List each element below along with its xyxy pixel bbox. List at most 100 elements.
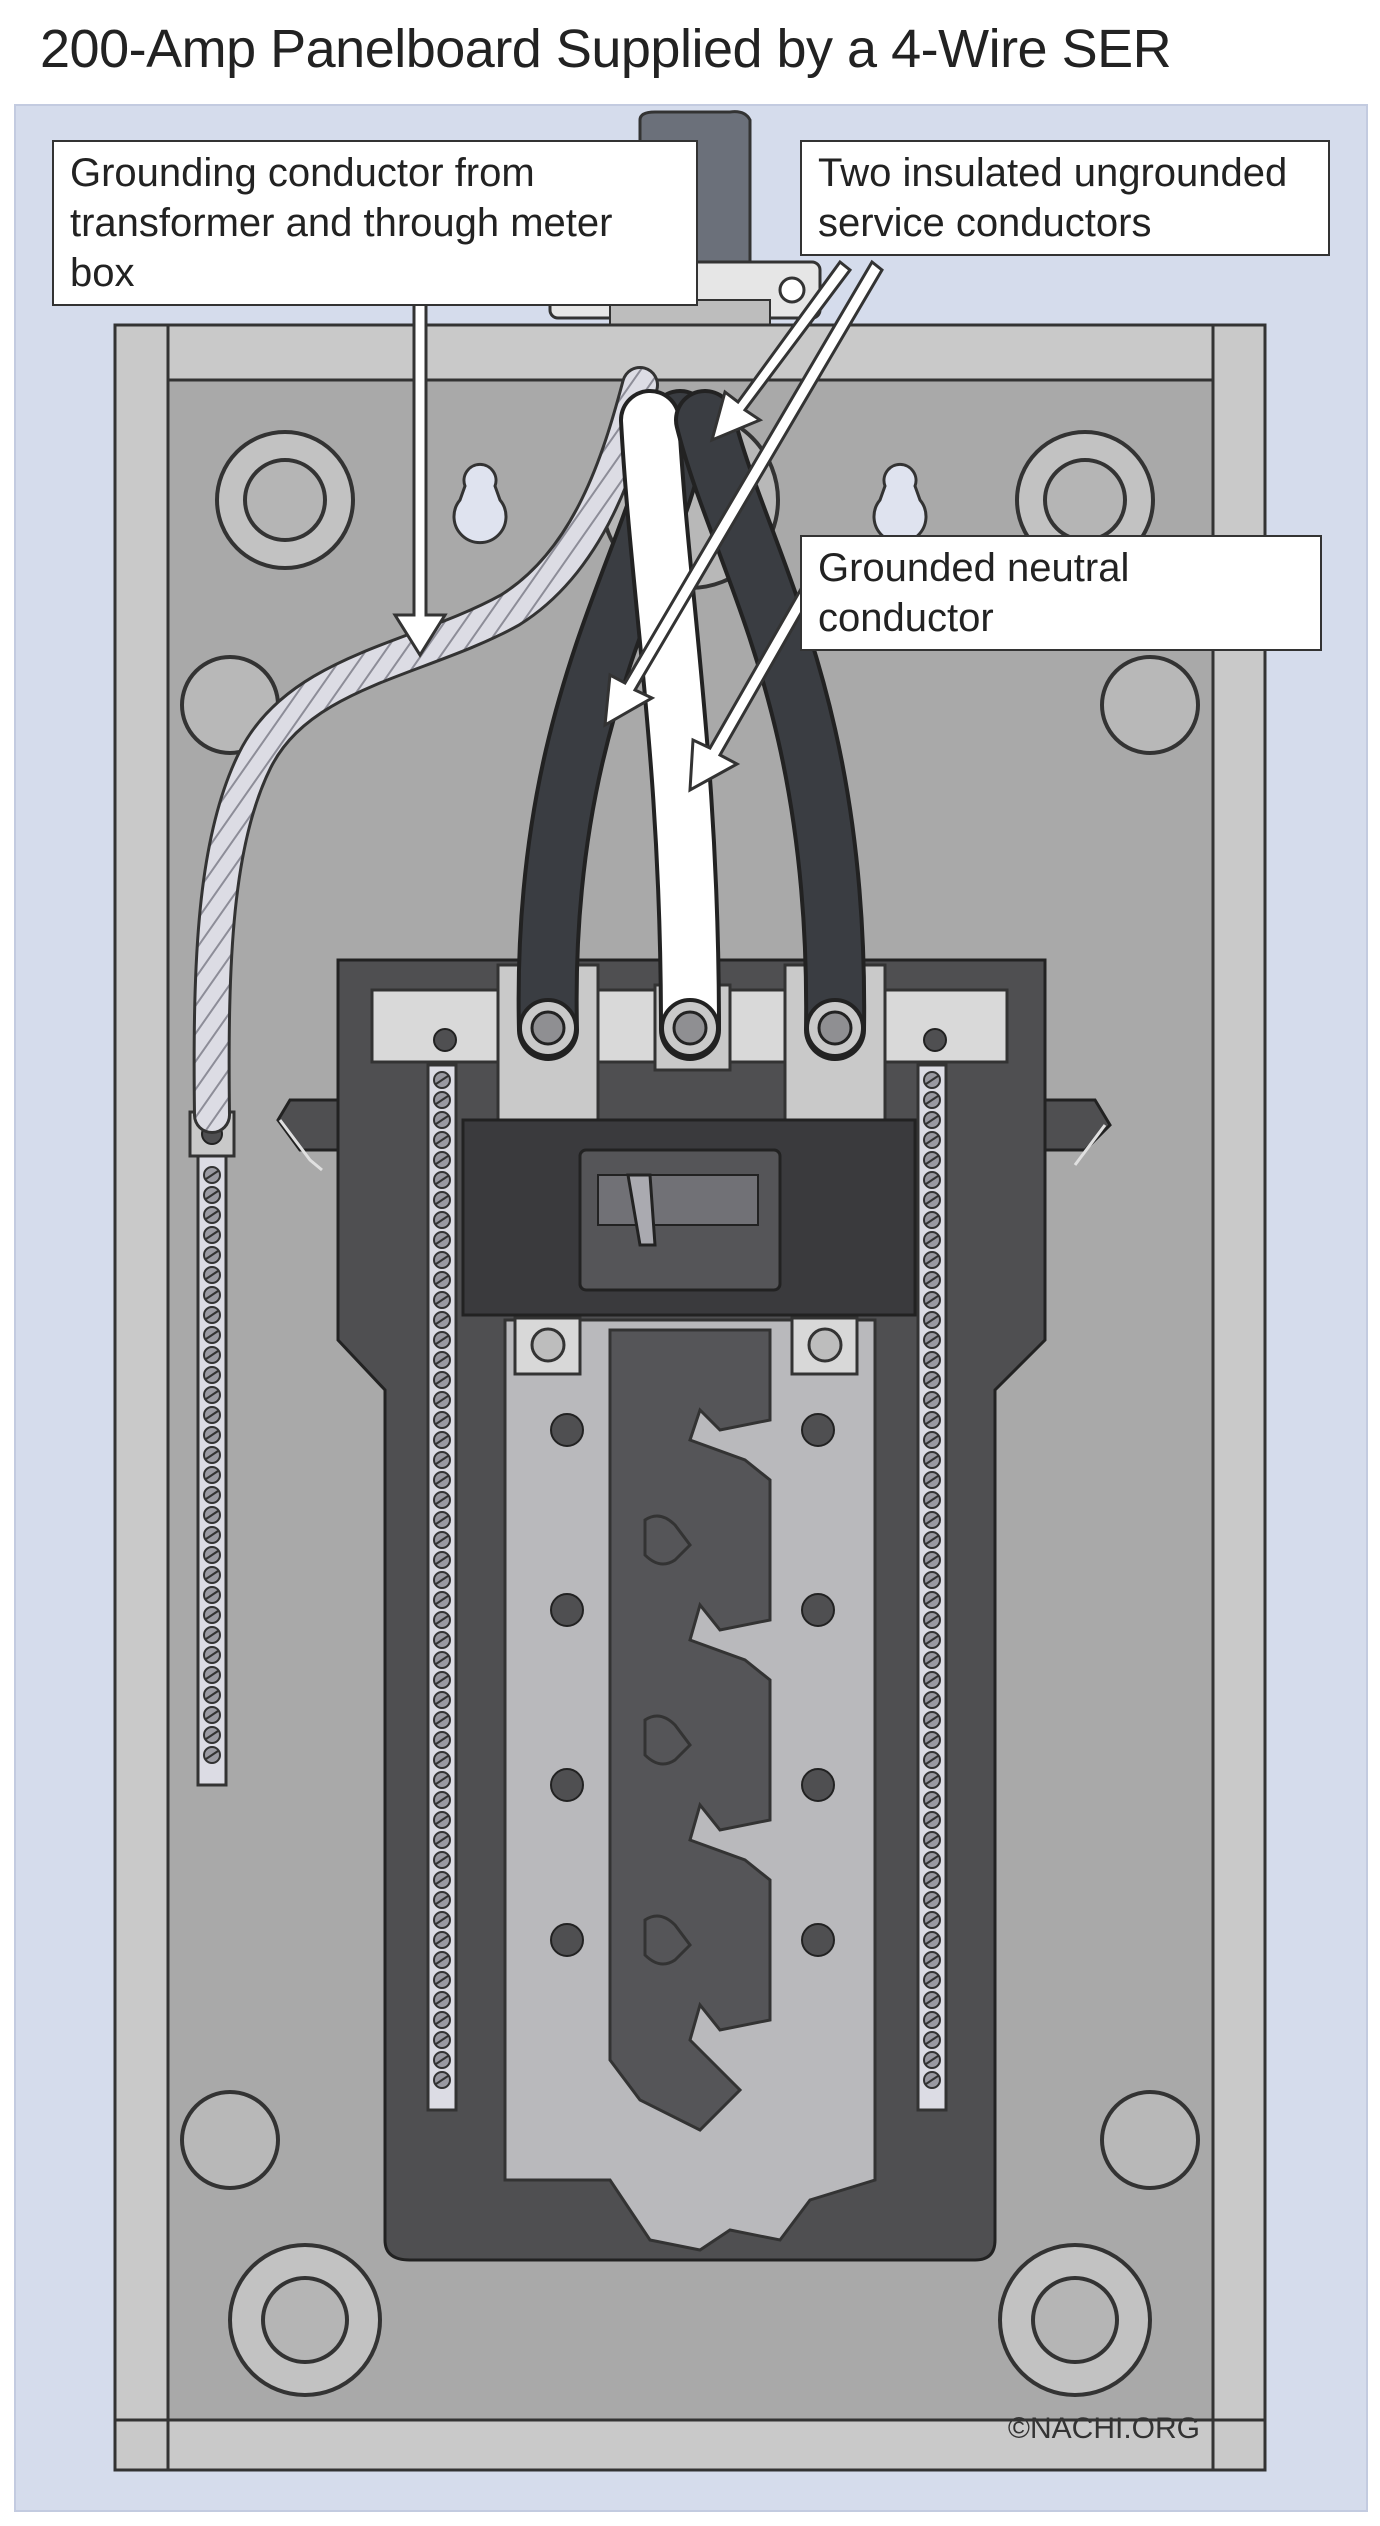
terminal-screw-slot xyxy=(925,1715,939,1725)
terminal-screw-slot xyxy=(435,1255,449,1265)
terminal-screw-slot xyxy=(925,1735,939,1745)
terminal-screw-slot xyxy=(925,1315,939,1325)
terminal-screw-slot xyxy=(205,1690,219,1700)
terminal-screw-slot xyxy=(205,1190,219,1200)
callout-ungrounded-conductors: Two insulated ungrounded service conduct… xyxy=(800,140,1330,256)
terminal-screw-slot xyxy=(435,1375,449,1385)
arrow-grounding xyxy=(392,263,448,658)
terminal-screw-slot xyxy=(435,1135,449,1145)
terminal-screw-slot xyxy=(205,1730,219,1740)
terminal-screw-slot xyxy=(435,1535,449,1545)
terminal-screw-slot xyxy=(435,2015,449,2025)
terminal-screw-slot xyxy=(925,1135,939,1145)
terminal-screw-slot xyxy=(925,1115,939,1125)
terminal-screw-slot xyxy=(925,1415,939,1425)
terminal-screw-slot xyxy=(925,1775,939,1785)
terminal-screw-slot xyxy=(205,1310,219,1320)
ground-bar-screws xyxy=(203,1166,221,1764)
terminal-screw-slot xyxy=(435,1915,449,1925)
terminal-screw-slot xyxy=(435,1935,449,1945)
terminal-screw-slot xyxy=(435,1415,449,1425)
terminal-screw-slot xyxy=(435,1975,449,1985)
terminal-screw-slot xyxy=(925,1655,939,1665)
terminal-screw-slot xyxy=(205,1370,219,1380)
arrow-ungrounded-1 xyxy=(709,259,853,443)
terminal-screw-slot xyxy=(925,1795,939,1805)
terminal-screw-slot xyxy=(205,1390,219,1400)
terminal-screw-slot xyxy=(925,1915,939,1925)
terminal-screw-slot xyxy=(435,1795,449,1805)
terminal-screw-slot xyxy=(435,1735,449,1745)
terminal-screw-slot xyxy=(435,1175,449,1185)
terminal-screw-slot xyxy=(925,1475,939,1485)
terminal-screw-slot xyxy=(435,1195,449,1205)
terminal-screw-slot xyxy=(925,2035,939,2045)
terminal-screw-slot xyxy=(205,1470,219,1480)
terminal-screw-slot xyxy=(435,1635,449,1645)
terminal-screw-slot xyxy=(435,1775,449,1785)
terminal-screw-slot xyxy=(435,1995,449,2005)
terminal-screw-slot xyxy=(925,1215,939,1225)
terminal-screw-slot xyxy=(925,1275,939,1285)
callout-ungrounded-line2: service conductors xyxy=(818,201,1152,245)
terminal-screw-slot xyxy=(435,1835,449,1845)
terminal-screw-slot xyxy=(925,1295,939,1305)
terminal-screw-slot xyxy=(925,1395,939,1405)
terminal-screw-slot xyxy=(435,1715,449,1725)
terminal-screw-slot xyxy=(925,2055,939,2065)
terminal-screw-slot xyxy=(925,1335,939,1345)
terminal-screw-slot xyxy=(205,1270,219,1280)
terminal-screw-slot xyxy=(435,1875,449,1885)
terminal-screw-slot xyxy=(925,1855,939,1865)
terminal-screw-slot xyxy=(925,1935,939,1945)
terminal-screw-slot xyxy=(925,1975,939,1985)
terminal-screw-slot xyxy=(205,1610,219,1620)
terminal-screw-slot xyxy=(925,1255,939,1265)
neutral-strip-right-screws xyxy=(923,1071,941,2089)
terminal-screw-slot xyxy=(925,1815,939,1825)
callout-arrows xyxy=(392,259,884,793)
terminal-screw-slot xyxy=(205,1250,219,1260)
terminal-screw-slot xyxy=(205,1490,219,1500)
terminal-screw-slot xyxy=(435,2075,449,2085)
terminal-screw-slot xyxy=(435,2055,449,2065)
knockout-low-right xyxy=(1100,2090,1200,2190)
terminal-screw-slot xyxy=(205,1230,219,1240)
terminal-screw-slot xyxy=(205,1350,219,1360)
terminal-screw-slot xyxy=(925,1555,939,1565)
terminal-screw-slot xyxy=(925,1435,939,1445)
callout-grounding-line2: transformer and through meter box xyxy=(70,201,613,295)
terminal-screw-slot xyxy=(435,1295,449,1305)
terminal-screw-slot xyxy=(925,1835,939,1845)
terminal-screw-slot xyxy=(205,1210,219,1220)
terminal-screw-slot xyxy=(205,1410,219,1420)
terminal-screw-slot xyxy=(925,1755,939,1765)
terminal-screw-slot xyxy=(925,1595,939,1605)
terminal-screw-slot xyxy=(435,1075,449,1085)
terminal-screw-slot xyxy=(205,1330,219,1340)
terminal-screw-slot xyxy=(205,1670,219,1680)
terminal-screw-slot xyxy=(205,1290,219,1300)
terminal-screw-slot xyxy=(925,1075,939,1085)
terminal-screw-slot xyxy=(925,1675,939,1685)
keyhole-right xyxy=(872,463,928,545)
terminal-screw-slot xyxy=(435,1515,449,1525)
terminal-screw-slot xyxy=(435,1655,449,1665)
terminal-screw-slot xyxy=(925,1875,939,1885)
terminal-screw-slot xyxy=(435,1215,449,1225)
callout-ungrounded-line1: Two insulated ungrounded xyxy=(818,151,1288,195)
neutral-strip-left-screws xyxy=(433,1071,451,2089)
terminal-screw-slot xyxy=(435,1275,449,1285)
terminal-screw-slot xyxy=(925,1195,939,1205)
terminal-screw-slot xyxy=(925,1995,939,2005)
terminal-screw-slot xyxy=(435,2035,449,2045)
terminal-screw-slot xyxy=(925,1235,939,1245)
terminal-screw-slot xyxy=(435,1595,449,1605)
terminal-screw-slot xyxy=(925,1895,939,1905)
terminal-screw-slot xyxy=(435,1955,449,1965)
terminal-screw-slot xyxy=(205,1430,219,1440)
bus-holes xyxy=(550,1413,835,1957)
callout-neutral-line1: Grounded neutral conductor xyxy=(818,546,1130,640)
terminal-screw-slot xyxy=(925,1695,939,1705)
terminal-screw-slot xyxy=(435,1675,449,1685)
